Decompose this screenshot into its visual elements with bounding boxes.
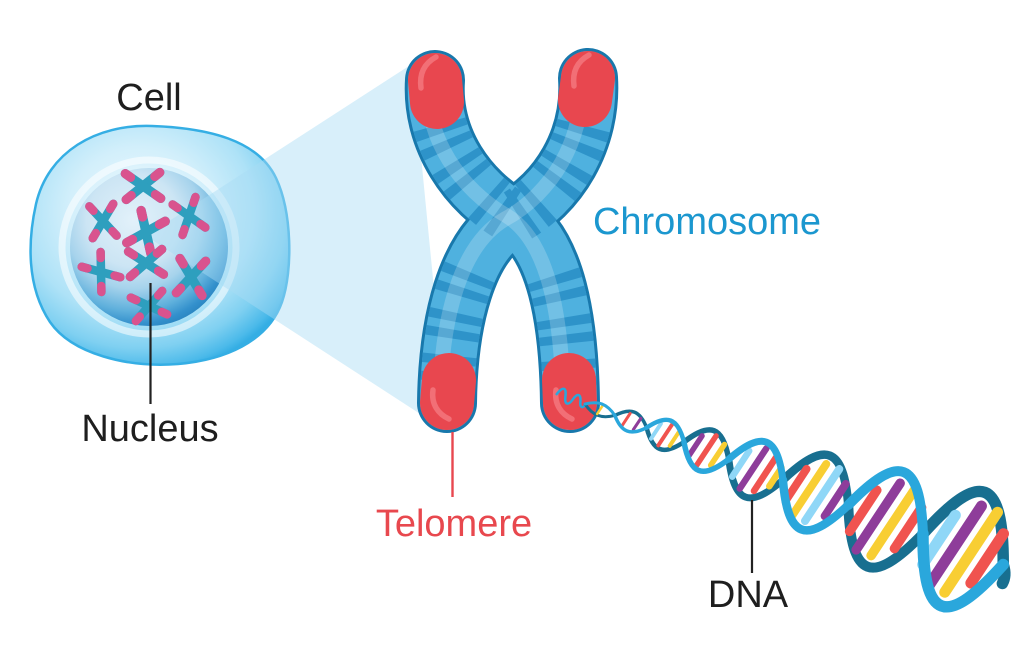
- nucleus-halo: [58, 156, 240, 338]
- chromosome-label: Chromosome: [593, 201, 821, 243]
- zoom-beam: [146, 64, 448, 432]
- cell-label: Cell: [116, 77, 181, 119]
- chromosome-illustration: [404, 48, 619, 433]
- dna-helix-illustration: [555, 387, 1011, 613]
- telomere-label: Telomere: [376, 503, 532, 545]
- dna-unwinding-thread: [555, 387, 587, 409]
- telomere-cap: [542, 353, 597, 430]
- telomere-cap: [420, 353, 476, 430]
- telomere-cap: [408, 53, 464, 129]
- nucleus-label: Nucleus: [81, 408, 218, 450]
- telomere-cap: [558, 51, 615, 127]
- dna-label: DNA: [708, 574, 789, 616]
